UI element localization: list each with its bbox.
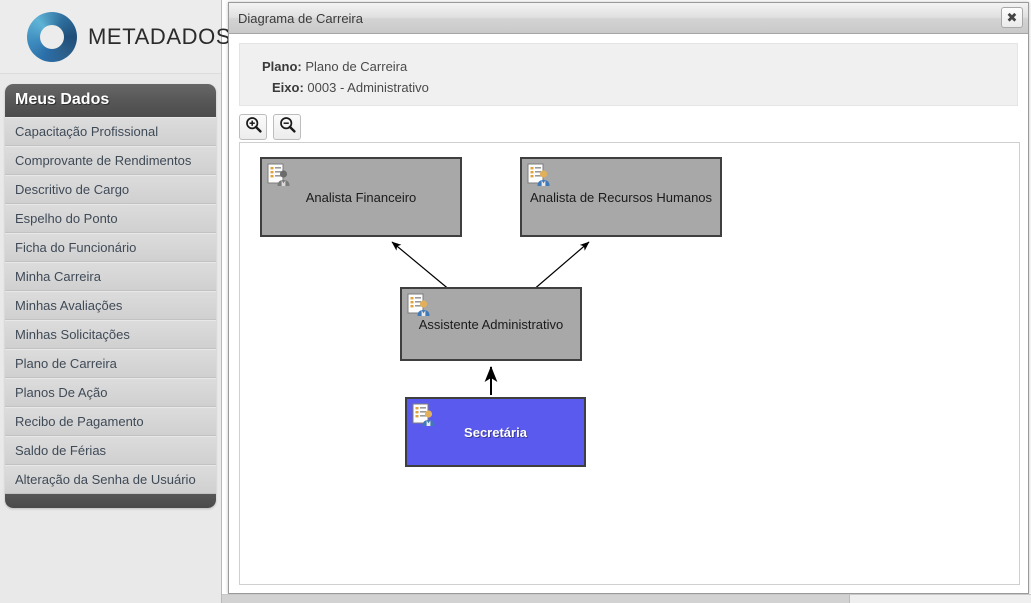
close-icon[interactable]: ✖ [1001, 7, 1023, 28]
sidebar-item-plano-de-carreira[interactable]: Plano de Carreira [5, 349, 216, 378]
sidebar-item-minha-carreira[interactable]: Minha Carreira [5, 262, 216, 291]
sidebar-item-saldo-de-ferias[interactable]: Saldo de Férias [5, 436, 216, 465]
sidebar: METADADOS Meus Dados Capacitação Profiss… [0, 0, 231, 603]
info-row-plano: Plano: Plano de Carreira [240, 56, 1017, 77]
sidebar-item-capacitacao-profissional[interactable]: Capacitação Profissional [5, 117, 216, 146]
node-label: Secretária [464, 424, 527, 440]
zoom-out-icon [279, 116, 296, 138]
sidebar-item-minhas-solicitacoes[interactable]: Minhas Solicitações [5, 320, 216, 349]
document-person-icon [412, 403, 438, 427]
plano-value: Plano de Carreira [305, 59, 408, 74]
diagram-toolbar [229, 106, 1028, 140]
dialog-title: Diagrama de Carreira [238, 10, 363, 26]
brand-logo-area: METADADOS [0, 0, 231, 74]
document-person-icon [267, 163, 293, 187]
sidebar-menu: Meus Dados Capacitação Profissional Comp… [5, 84, 216, 508]
metadados-ring-logo-icon [27, 11, 77, 62]
zoom-in-button[interactable] [239, 114, 267, 140]
dialog-titlebar[interactable]: Diagrama de Carreira ✖ [229, 3, 1028, 34]
document-person-icon [527, 163, 553, 187]
sidebar-item-descritivo-de-cargo[interactable]: Descritivo de Cargo [5, 175, 216, 204]
sidebar-item-alteracao-da-senha-de-usuario[interactable]: Alteração da Senha de Usuário [5, 465, 216, 494]
eixo-value: 0003 - Administrativo [307, 80, 429, 95]
diagram-canvas[interactable]: Analista Financeiro [239, 142, 1020, 585]
sidebar-item-recibo-de-pagamento[interactable]: Recibo de Pagamento [5, 407, 216, 436]
sidebar-item-ficha-do-funcionario[interactable]: Ficha do Funcionário [5, 233, 216, 262]
diagram-connectors [391, 241, 590, 395]
brand-name: METADADOS [88, 23, 232, 49]
info-row-eixo: Eixo: 0003 - Administrativo [240, 77, 1017, 98]
node-label: Analista Financeiro [305, 189, 417, 205]
diagram-node-secretaria[interactable]: Secretária [405, 397, 586, 467]
plano-label: Plano: [262, 59, 302, 74]
horizontal-scrollbar[interactable] [222, 594, 1031, 603]
document-person-icon [407, 293, 433, 317]
node-label: Analista de Recursos Humanos [529, 189, 713, 205]
info-panel: Plano: Plano de Carreira Eixo: 0003 - Ad… [239, 43, 1018, 106]
sidebar-item-planos-de-acao[interactable]: Planos De Ação [5, 378, 216, 407]
scrollbar-thumb[interactable] [222, 595, 850, 603]
sidebar-item-minhas-avaliacoes[interactable]: Minhas Avaliações [5, 291, 216, 320]
eixo-label: Eixo: [272, 80, 304, 95]
sidebar-item-comprovante-de-rendimentos[interactable]: Comprovante de Rendimentos [5, 146, 216, 175]
sidebar-menu-header: Meus Dados [5, 84, 216, 117]
diagram-node-analista-de-recursos-humanos[interactable]: Analista de Recursos Humanos [520, 157, 722, 237]
zoom-in-icon [245, 116, 262, 138]
zoom-out-button[interactable] [273, 114, 301, 140]
node-label: Assistente Administrativo [418, 316, 564, 332]
diagram-node-analista-financeiro[interactable]: Analista Financeiro [260, 157, 462, 237]
sidebar-item-espelho-do-ponto[interactable]: Espelho do Ponto [5, 204, 216, 233]
career-diagram-dialog: Diagrama de Carreira ✖ Plano: Plano de C… [228, 2, 1029, 594]
diagram-node-assistente-administrativo[interactable]: Assistente Administrativo [400, 287, 582, 361]
sidebar-menu-footer [5, 494, 216, 508]
